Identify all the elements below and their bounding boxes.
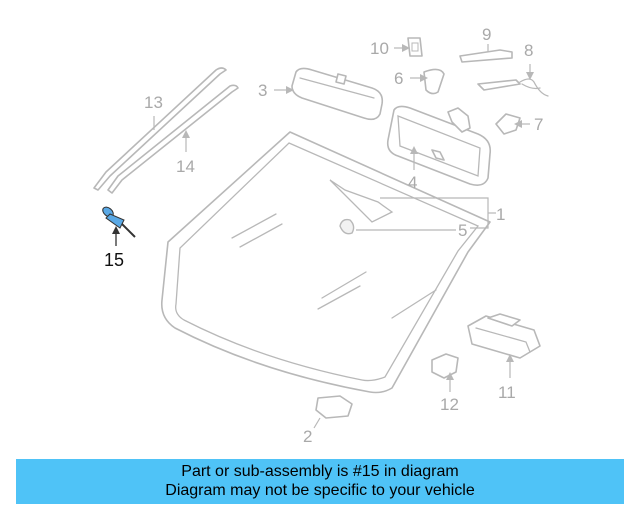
part-2 [315,395,353,419]
callout-4: 4 [408,173,417,192]
callout-6: 6 [394,69,403,88]
part-12 [431,353,459,379]
molding-13 [93,67,227,191]
callout-12: 12 [440,395,459,414]
banner-line-1: Part or sub-assembly is #15 in diagram [181,463,459,480]
cover-6 [423,68,445,95]
callout-7: 7 [534,115,543,134]
callout-3: 3 [258,81,267,100]
module-11 [467,313,541,359]
windshield [160,131,491,394]
clip-15 [102,206,136,238]
banner-line-2: Diagram may not be specific to your vehi… [165,482,475,499]
callout-15: 15 [104,250,124,270]
molding-14 [107,84,239,194]
callout-9: 9 [482,25,491,44]
leader-lines [112,44,534,429]
rain-sensor [339,218,355,235]
rearview-mirror-3 [291,67,384,121]
parts-diagram: 1 2 3 4 5 6 7 8 9 10 11 12 13 14 15 [93,25,549,446]
harness-8 [477,78,549,97]
callout-10: 10 [370,39,389,58]
callout-14: 14 [176,157,195,176]
callout-1: 1 [496,205,505,224]
callout-5: 5 [458,221,467,240]
mirror-mount [447,107,471,133]
bracket-10 [407,37,423,57]
info-banner: Part or sub-assembly is #15 in diagram D… [16,459,624,504]
callout-13: 13 [144,93,163,112]
rearview-mirror-4 [386,105,492,186]
callout-8: 8 [524,41,533,60]
callout-2: 2 [303,427,312,446]
sensor-9 [459,49,513,63]
callout-11: 11 [498,383,516,402]
